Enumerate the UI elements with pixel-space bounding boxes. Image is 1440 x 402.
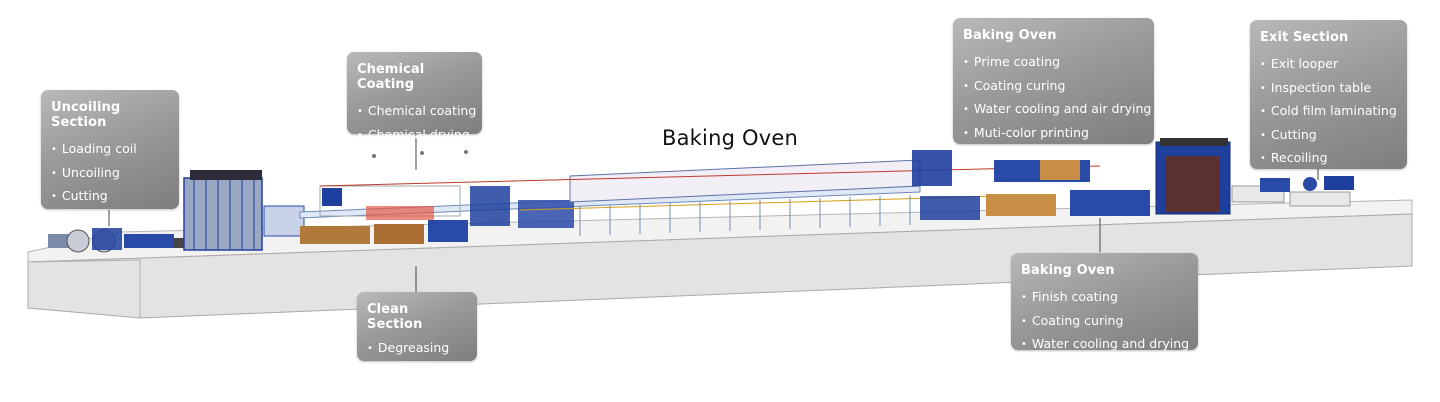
callout-exit-section: Exit Section Exit looper Inspection tabl… — [1250, 20, 1407, 169]
callout-item: Chemical drying — [357, 124, 472, 148]
callout-baking-oven-bottom: Baking Oven Finish coating Coating curin… — [1011, 253, 1198, 351]
callout-baking-oven-top: Baking Oven Prime coating Coating curing… — [953, 18, 1154, 144]
callout-item: Exit looper — [1260, 53, 1397, 77]
callout-list: Finish coating Coating curing Water cool… — [1021, 286, 1189, 357]
center-title: Baking Oven — [662, 126, 798, 150]
callout-title: Baking Oven — [963, 28, 1057, 43]
callout-list: Prime coating Coating curing Water cooli… — [963, 51, 1151, 146]
callout-item: Water cooling and drying — [1021, 333, 1189, 357]
callout-item: Coating curing — [1021, 310, 1188, 334]
callout-title: Chemical Coating — [357, 62, 425, 92]
callout-list: Loading coil Uncoiling Cutting Stitching — [51, 138, 169, 232]
floating-markers — [372, 150, 468, 158]
callout-title: Clean Section — [367, 302, 423, 332]
callout-title: Baking Oven — [1021, 263, 1115, 278]
callout-item: Recoiling — [1260, 147, 1397, 171]
callout-title: Exit Section — [1260, 30, 1349, 45]
callout-chemical-coating: Chemical Coating Chemical coating Chemic… — [347, 52, 482, 142]
uncoiling-machinery — [48, 228, 184, 253]
callout-uncoiling: Uncoiling Section Loading coil Uncoiling… — [41, 90, 179, 227]
exit-tower — [1155, 138, 1231, 215]
callout-title: Uncoiling Section — [51, 100, 121, 130]
callout-list: Exit looper Inspection table Cold film l… — [1260, 53, 1397, 171]
callout-item: Water cooling and air drying — [963, 98, 1151, 122]
callout-list: Degreasing Hot air drying — [367, 337, 467, 384]
callout-item: Uncoiling — [51, 162, 169, 186]
callout-item: Prime coating — [963, 51, 1144, 75]
callout-item: Coating curing — [963, 75, 1144, 99]
callout-item: Cold film laminating — [1260, 100, 1397, 124]
callout-item: Stitching — [51, 209, 169, 233]
callout-item: Hot air drying — [367, 361, 467, 385]
entry-accumulator — [183, 170, 305, 251]
callout-item: Loading coil — [51, 138, 169, 162]
callout-item: Cutting — [51, 185, 169, 209]
callout-item: Cutting — [1260, 124, 1397, 148]
callout-item: Degreasing — [367, 337, 467, 361]
callout-item: Muti-color printing — [963, 122, 1144, 146]
callout-list: Chemical coating Chemical drying — [357, 100, 476, 148]
callout-clean-section: Clean Section Degreasing Hot air drying — [357, 292, 477, 379]
coating-machines — [912, 150, 1150, 220]
callout-item: Chemical coating — [357, 100, 476, 124]
callout-item: Inspection table — [1260, 77, 1397, 101]
callout-item: Finish coating — [1021, 286, 1188, 310]
exit-machines — [1231, 176, 1354, 207]
